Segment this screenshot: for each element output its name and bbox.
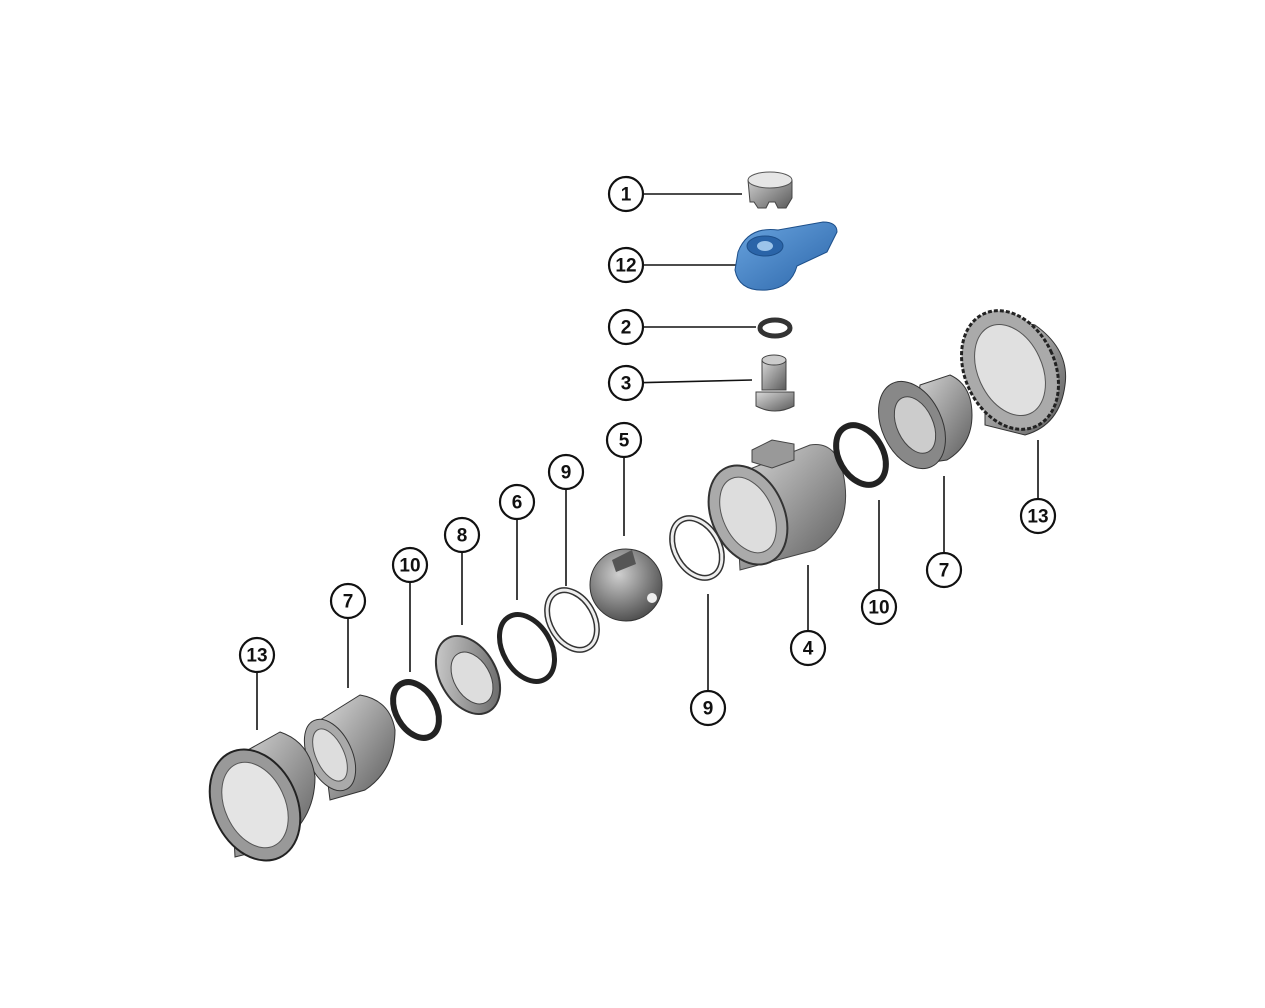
- callout-circle: [925, 551, 963, 589]
- callout-number: 1: [621, 185, 632, 206]
- callout-number: 2: [621, 318, 632, 339]
- callout-handle: 12: [607, 246, 645, 284]
- ball-part: [589, 548, 663, 622]
- callout-circle: [238, 636, 276, 674]
- callout-o-ring-end-left: 10: [391, 546, 429, 584]
- o-ring-end-right-part: [833, 422, 889, 488]
- callout-circle: [605, 421, 643, 459]
- callout-ball-seat-left: 9: [547, 453, 585, 491]
- union-nut-left-part: [208, 731, 316, 862]
- o-ring-left-part: [497, 612, 557, 684]
- callout-number: 7: [343, 592, 354, 613]
- callout-circle: [860, 588, 898, 626]
- callout-circle: [1019, 497, 1057, 535]
- callout-circle: [607, 246, 645, 284]
- callout-circle: [607, 175, 645, 213]
- callout-seat-carrier: 8: [443, 516, 481, 554]
- callout-number: 8: [457, 526, 468, 547]
- callout-number: 13: [246, 646, 267, 667]
- callout-circle: [498, 483, 536, 521]
- callout-number: 10: [868, 598, 889, 619]
- callout-number: 13: [1027, 507, 1048, 528]
- callout-circle: [607, 364, 645, 402]
- callout-stem: 3: [607, 364, 645, 402]
- leader-line-stem: [625, 379, 753, 384]
- callout-circle: [391, 546, 429, 584]
- cap-part: [747, 171, 793, 209]
- callout-number: 6: [512, 493, 523, 514]
- callout-o-ring-end-right: 10: [860, 588, 898, 626]
- callout-circle: [689, 689, 727, 727]
- callout-end-connector-left: 7: [329, 582, 367, 620]
- valve-parts: [208, 171, 1067, 862]
- callout-number: 10: [399, 556, 420, 577]
- callout-o-ring-left: 6: [498, 483, 536, 521]
- callout-number: 12: [615, 256, 636, 277]
- callout-number: 4: [803, 639, 814, 660]
- callout-cap: 1: [607, 175, 645, 213]
- seat-carrier-part: [434, 635, 502, 715]
- callout-circle: [329, 582, 367, 620]
- callout-stem-o-ring: 2: [607, 308, 645, 346]
- callout-circle: [443, 516, 481, 554]
- callout-end-connector-right: 7: [925, 551, 963, 589]
- callout-circle: [547, 453, 585, 491]
- callout-circle: [789, 629, 827, 667]
- callout-number: 9: [561, 463, 572, 484]
- ball-seat-right-part: [669, 515, 725, 581]
- callout-number: 7: [939, 561, 950, 582]
- callout-number: 3: [621, 374, 632, 395]
- handle-part: [734, 221, 838, 291]
- stem-o-ring-part: [757, 317, 793, 339]
- end-connector-left-part: [303, 694, 396, 801]
- callout-union-nut-left: 13: [238, 636, 276, 674]
- callout-number: 9: [703, 699, 714, 720]
- callout-union-nut-right: 13: [1019, 497, 1057, 535]
- callout-number: 5: [619, 431, 630, 452]
- callout-ball: 5: [605, 421, 643, 459]
- stem-part: [755, 354, 795, 412]
- callout-circle: [607, 308, 645, 346]
- callout-ball-seat-right: 9: [689, 689, 727, 727]
- body-part: [707, 439, 847, 571]
- callout-body: 4: [789, 629, 827, 667]
- o-ring-end-left-part: [390, 679, 442, 741]
- ball-seat-left-part: [544, 587, 600, 653]
- end-connector-right-part: [878, 374, 973, 470]
- union-nut-right-part: [960, 309, 1067, 436]
